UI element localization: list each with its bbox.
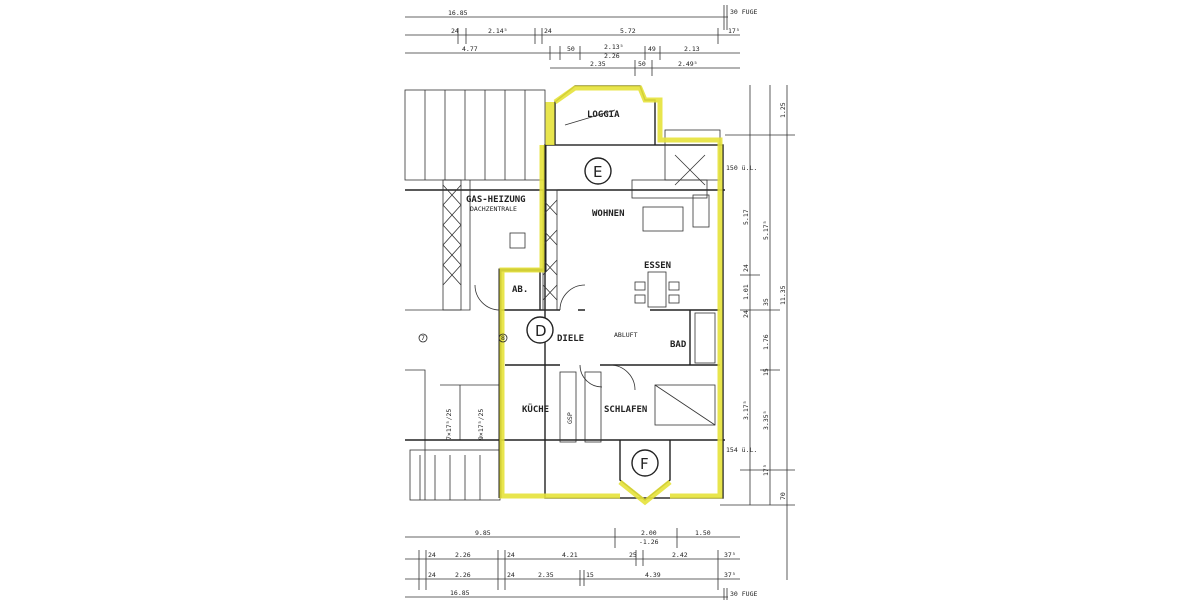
section-markers: E D F 7 8 bbox=[418, 157, 659, 477]
dim-label: 15 bbox=[586, 571, 594, 579]
dim-fuge-bottom: 30 FUGE bbox=[730, 590, 757, 598]
dim-label: 4.21 bbox=[562, 551, 578, 559]
stairs-label-b: 7×17⁵/25 bbox=[445, 409, 453, 440]
stairs-label-a: 9×17⁵/25 bbox=[477, 409, 485, 440]
dim-label: 50 bbox=[638, 60, 646, 68]
marker-8 bbox=[498, 333, 508, 343]
dim-label: 50 bbox=[567, 45, 575, 53]
label-abluft: ABLUFT bbox=[614, 331, 638, 339]
dim-label: 17⁵ bbox=[728, 27, 740, 35]
marker-7-label: 7 bbox=[421, 334, 425, 342]
dim-label: 9.85 bbox=[475, 529, 491, 537]
dim-label: 2.13⁵ bbox=[604, 43, 624, 51]
marker-d-label: D bbox=[535, 322, 547, 340]
marker-f bbox=[631, 449, 659, 477]
dim-label: -1.26 bbox=[639, 538, 659, 546]
dim-label: 2.00 bbox=[641, 529, 657, 537]
dim-label: 37⁵ bbox=[724, 571, 736, 579]
dim-label: 2.26 bbox=[455, 571, 471, 579]
room-gas-heizung: GAS-HEIZUNG bbox=[466, 195, 526, 205]
right-dimensions: 5.17 24 1.01 24 3.17⁵ 5.17⁵ 35 1.76 15 3… bbox=[720, 85, 795, 580]
marker-d bbox=[526, 316, 554, 344]
dim-label: 5.17⁵ bbox=[762, 220, 770, 240]
top-dimensions: 16.85 30 FUGE 24 2.14⁵ 24 5.72 17⁵ 4.77 … bbox=[405, 5, 757, 76]
room-schlafen: SCHLAFEN bbox=[604, 405, 647, 415]
dim-total-bottom: 16.85 bbox=[450, 589, 470, 597]
dim-label: 24 bbox=[428, 571, 436, 579]
dim-label: 1.25 bbox=[779, 102, 787, 118]
dim-label: 5.72 bbox=[620, 27, 636, 35]
room-loggia: LOGGIA bbox=[587, 110, 620, 120]
level-lower: 154 ü.L. bbox=[726, 446, 757, 454]
bottom-dimensions: 9.85 2.00 -1.26 1.50 24 2.26 24 4.21 25 … bbox=[405, 528, 757, 600]
dim-label: 1.50 bbox=[695, 529, 711, 537]
marker-e bbox=[584, 157, 612, 185]
dim-label: 2.49⁵ bbox=[678, 60, 698, 68]
dim-label: 2.35 bbox=[590, 60, 606, 68]
dim-label: 24 bbox=[742, 264, 750, 272]
dim-label: 4.39 bbox=[645, 571, 661, 579]
dim-label: 15 bbox=[762, 368, 770, 376]
room-ab: AB. bbox=[512, 285, 528, 295]
dim-label: 3.17⁵ bbox=[742, 400, 750, 420]
dim-label: 24 bbox=[544, 27, 552, 35]
dim-label: 1.76 bbox=[762, 334, 770, 350]
dim-label: 24 bbox=[428, 551, 436, 559]
dim-label: 5.17 bbox=[742, 209, 750, 225]
apartment-highlight bbox=[499, 85, 723, 499]
dim-label: 3.35⁵ bbox=[762, 410, 770, 430]
marker-e-label: E bbox=[593, 163, 602, 181]
room-essen: ESSEN bbox=[644, 261, 671, 271]
dim-label: 24 bbox=[742, 310, 750, 318]
dim-label: 1.01 bbox=[742, 284, 750, 300]
bay-highlight bbox=[618, 480, 672, 506]
dim-label: 37⁵ bbox=[724, 551, 736, 559]
dim-label: 4.77 bbox=[462, 45, 478, 53]
room-bad: BAD bbox=[670, 340, 687, 350]
dim-label: 17⁵ bbox=[762, 464, 770, 476]
level-upper: 150 ü.L. bbox=[726, 164, 757, 172]
dim-label: 2.35 bbox=[538, 571, 554, 579]
dim-label: 11.35 bbox=[779, 285, 787, 305]
dim-label: 25 bbox=[629, 551, 637, 559]
dim-total-top: 16.85 bbox=[448, 9, 468, 17]
marker-8-label: 8 bbox=[501, 334, 505, 342]
room-dachzentrale: DACHZENTRALE bbox=[470, 205, 517, 213]
room-wohnen: WOHNEN bbox=[592, 209, 625, 219]
marker-f-label: F bbox=[640, 455, 649, 473]
adjacent-building bbox=[404, 89, 725, 501]
dim-label: 35 bbox=[762, 298, 770, 306]
dim-label: 70 bbox=[779, 492, 787, 500]
room-diele: DIELE bbox=[557, 334, 584, 344]
dim-label: 2.42 bbox=[672, 551, 688, 559]
dim-label: 24 bbox=[507, 551, 515, 559]
dim-label: 2.13 bbox=[684, 45, 700, 53]
marker-7 bbox=[418, 333, 428, 343]
room-kueche: KÜCHE bbox=[522, 404, 549, 415]
dim-label: 24 bbox=[451, 27, 459, 35]
dim-label: 2.26 bbox=[455, 551, 471, 559]
dim-fuge-top: 30 FUGE bbox=[730, 8, 757, 16]
dim-label: 2.14⁵ bbox=[488, 27, 508, 35]
dim-label: 2.26 bbox=[604, 52, 620, 60]
room-labels: LOGGIA GAS-HEIZUNG DACHZENTRALE WOHNEN E… bbox=[445, 110, 757, 454]
label-gsp: GSP bbox=[566, 412, 574, 424]
dim-label: 49 bbox=[648, 45, 656, 53]
dim-label: 24 bbox=[507, 571, 515, 579]
